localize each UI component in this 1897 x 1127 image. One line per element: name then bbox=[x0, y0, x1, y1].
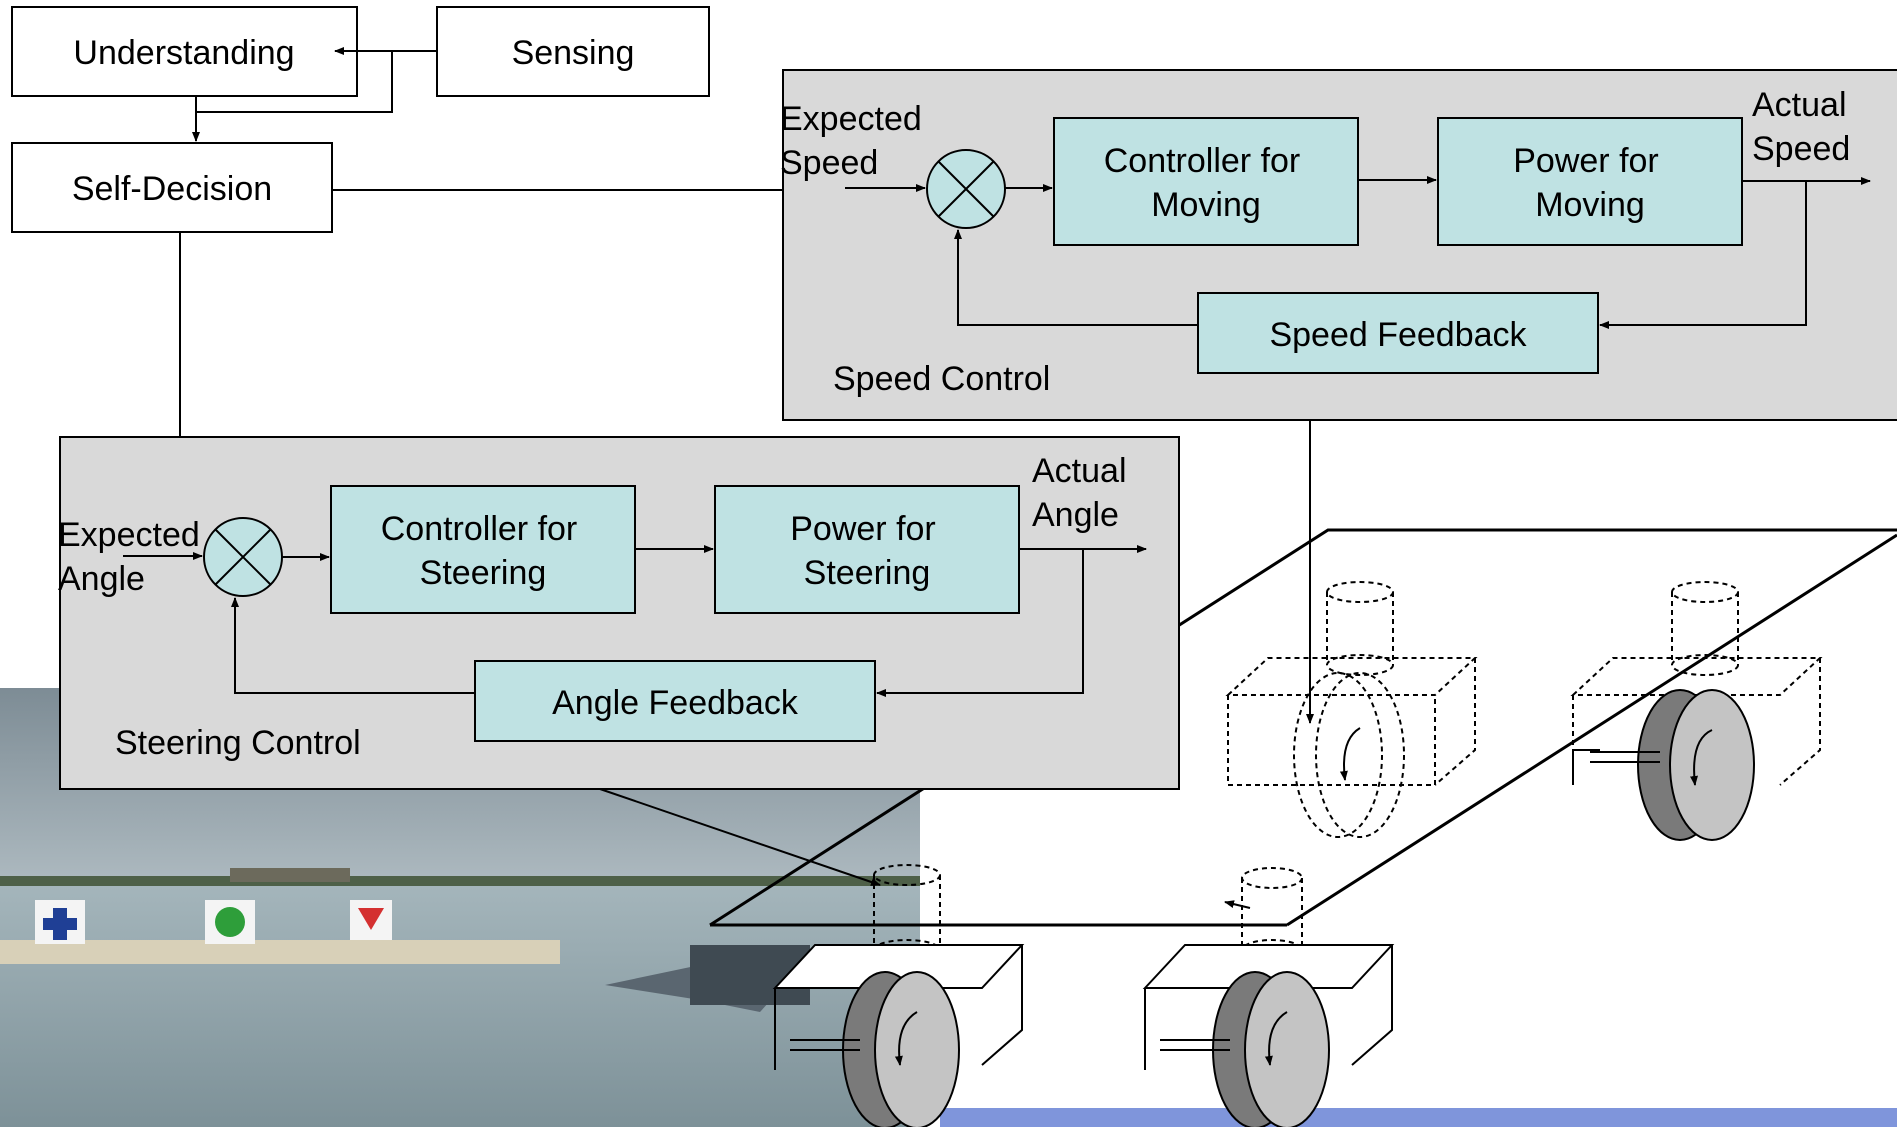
speed-input-label-1: Expected bbox=[780, 100, 922, 138]
speed-output-label-2: Speed bbox=[1752, 130, 1850, 168]
top-blocks: Understanding Sensing Self-Decision bbox=[11, 6, 710, 233]
controller-moving-label-1: Controller for bbox=[1104, 142, 1301, 180]
angle-feedback-block bbox=[474, 660, 876, 742]
power-steering-block bbox=[714, 485, 1020, 614]
controller-moving-block bbox=[1053, 117, 1359, 246]
sensing-label: Sensing bbox=[512, 34, 635, 72]
steering-input-label-2: Angle bbox=[58, 560, 145, 598]
self-decision-block bbox=[11, 142, 333, 233]
speed-control-title: Speed Control bbox=[833, 360, 1050, 398]
controller-steering-label-1: Controller for bbox=[381, 510, 578, 548]
steering-connectors bbox=[123, 545, 1147, 697]
wheel-icon bbox=[772, 944, 1025, 1127]
speed-output-label-1: Actual bbox=[1752, 86, 1847, 124]
wheel-icon bbox=[1572, 689, 1755, 841]
understanding-label: Understanding bbox=[73, 34, 294, 72]
controller-moving-label-2: Moving bbox=[1151, 186, 1261, 224]
steering-wheel-icon bbox=[1225, 581, 1478, 838]
speed-feedback-label: Speed Feedback bbox=[1269, 316, 1527, 354]
steering-to-wheel-connector bbox=[599, 788, 881, 886]
power-moving-label-1: Power for bbox=[1513, 142, 1659, 180]
wheel-icon bbox=[1142, 944, 1395, 1127]
speed-control-panel: Expected Speed Controller for Moving Pow… bbox=[780, 69, 1897, 421]
steering-control-title: Steering Control bbox=[115, 724, 361, 762]
steering-input-label-1: Expected bbox=[58, 516, 200, 554]
steering-control-panel: Expected Angle Controller for Steering P… bbox=[58, 436, 1180, 790]
understanding-block bbox=[11, 6, 358, 97]
angle-feedback-label: Angle Feedback bbox=[552, 684, 799, 722]
steering-output-label-1: Actual bbox=[1032, 452, 1127, 490]
vehicle-platform bbox=[709, 528, 1897, 927]
bottom-bar bbox=[940, 1108, 1897, 1127]
steering-output-label-2: Angle bbox=[1032, 496, 1119, 534]
power-steering-label-1: Power for bbox=[790, 510, 936, 548]
speed-feedback-block bbox=[1197, 292, 1599, 374]
self-decision-label: Self-Decision bbox=[72, 170, 272, 208]
power-steering-label-2: Steering bbox=[804, 554, 931, 592]
wheel-assemblies bbox=[772, 581, 1823, 1127]
controller-steering-label-2: Steering bbox=[420, 554, 547, 592]
power-moving-block bbox=[1437, 117, 1743, 246]
power-moving-label-2: Moving bbox=[1535, 186, 1645, 224]
speed-input-label-2: Speed bbox=[780, 144, 878, 182]
controller-steering-block bbox=[330, 485, 636, 614]
sensing-block bbox=[436, 6, 710, 97]
rotation-arrow-icon bbox=[894, 727, 1713, 1066]
speed-connectors bbox=[845, 176, 1871, 329]
